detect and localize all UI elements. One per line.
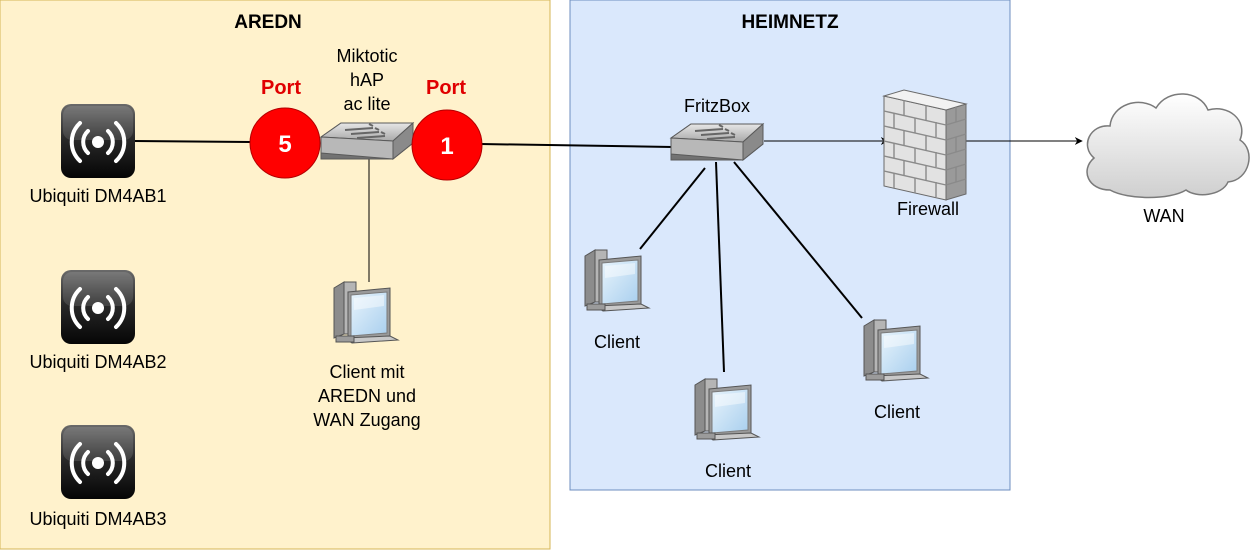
aredn-client-line1: Client mit <box>329 362 404 382</box>
link-fritzbox-client2 <box>715 161 725 373</box>
firewall-icon <box>883 89 967 201</box>
port-right-badge <box>411 109 483 181</box>
workstation-icon <box>863 319 929 382</box>
port-right-label: Port <box>426 77 466 99</box>
port-right-number: 1 <box>440 133 453 160</box>
link-fritzbox-client3 <box>733 161 863 319</box>
ap2-label: Ubiquiti DM4AB2 <box>29 352 166 372</box>
firewall-label: Firewall <box>897 199 959 219</box>
home-client1-label: Client <box>594 332 640 352</box>
port-left-label: Port <box>261 77 301 99</box>
router-label-line3: ac lite <box>343 94 390 114</box>
switch-icon <box>320 122 414 160</box>
port-left-badge <box>249 107 321 179</box>
ap3-label: Ubiquiti DM4AB3 <box>29 509 166 529</box>
aredn-client-line3: WAN Zugang <box>313 410 420 430</box>
link-router-fritzbox <box>480 143 673 148</box>
switch-icon <box>670 123 764 161</box>
ap1-label: Ubiquiti DM4AB1 <box>29 186 166 206</box>
link-ap1-router <box>133 140 251 143</box>
wireless-access-point-icon <box>59 102 137 180</box>
cloud-icon <box>1086 93 1250 199</box>
aredn-client-line2: AREDN und <box>318 386 416 406</box>
workstation-icon <box>584 249 650 312</box>
aredn-zone-title: AREDN <box>234 12 302 33</box>
port-left-number: 5 <box>278 131 291 158</box>
heimnetz-zone-title: HEIMNETZ <box>741 12 839 33</box>
heimnetz-zone <box>569 0 1011 491</box>
workstation-icon <box>333 281 399 344</box>
wireless-access-point-icon <box>59 423 137 501</box>
router-label-line1: Miktotic <box>336 46 397 66</box>
wan-label: WAN <box>1143 206 1184 226</box>
link-fritzbox-client1 <box>639 167 706 250</box>
fritzbox-label: FritzBox <box>684 96 750 116</box>
router-label-line2: hAP <box>350 70 384 90</box>
home-client2-label: Client <box>705 461 751 481</box>
workstation-icon <box>694 378 760 441</box>
wireless-access-point-icon <box>59 268 137 346</box>
home-client3-label: Client <box>874 402 920 422</box>
